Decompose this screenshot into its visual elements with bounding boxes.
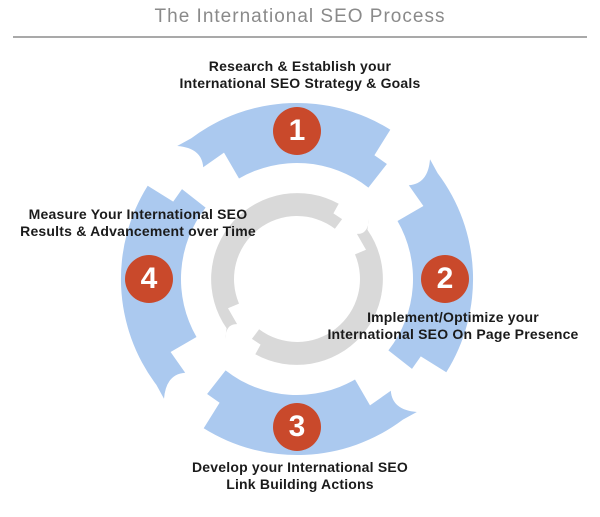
step-3-label: Develop your International SEO Link Buil… xyxy=(192,459,408,492)
step-4-line1: Measure Your International SEO xyxy=(28,206,248,222)
step-3-number-badge: 3 xyxy=(273,403,321,451)
step-2-line2: International SEO On Page Presence xyxy=(327,325,579,342)
step-2-label: Implement/Optimize your International SE… xyxy=(327,309,578,342)
step-4-label: Measure Your International SEO Results &… xyxy=(20,206,256,239)
page-title: The International SEO Process xyxy=(154,6,446,27)
inner-cycle-arrow-1 xyxy=(251,218,383,365)
step-3-line2: Link Building Actions xyxy=(226,475,374,492)
inner-cycle-arrow-2 xyxy=(211,193,343,340)
step-3-line1: Develop your International SEO xyxy=(191,459,409,475)
title-divider xyxy=(13,36,587,38)
step-4-number-badge: 4 xyxy=(125,255,173,303)
step-2-number-badge: 2 xyxy=(421,255,469,303)
step-4-line2: Results & Advancement over Time xyxy=(20,222,256,239)
step-1-line1: Research & Establish your xyxy=(208,58,392,74)
step-1-line2: International SEO Strategy & Goals xyxy=(179,74,421,91)
step-2-line1: Implement/Optimize your xyxy=(367,309,539,325)
step-1-label: Research & Establish your International … xyxy=(180,58,421,91)
step-1-number-badge: 1 xyxy=(273,107,321,155)
